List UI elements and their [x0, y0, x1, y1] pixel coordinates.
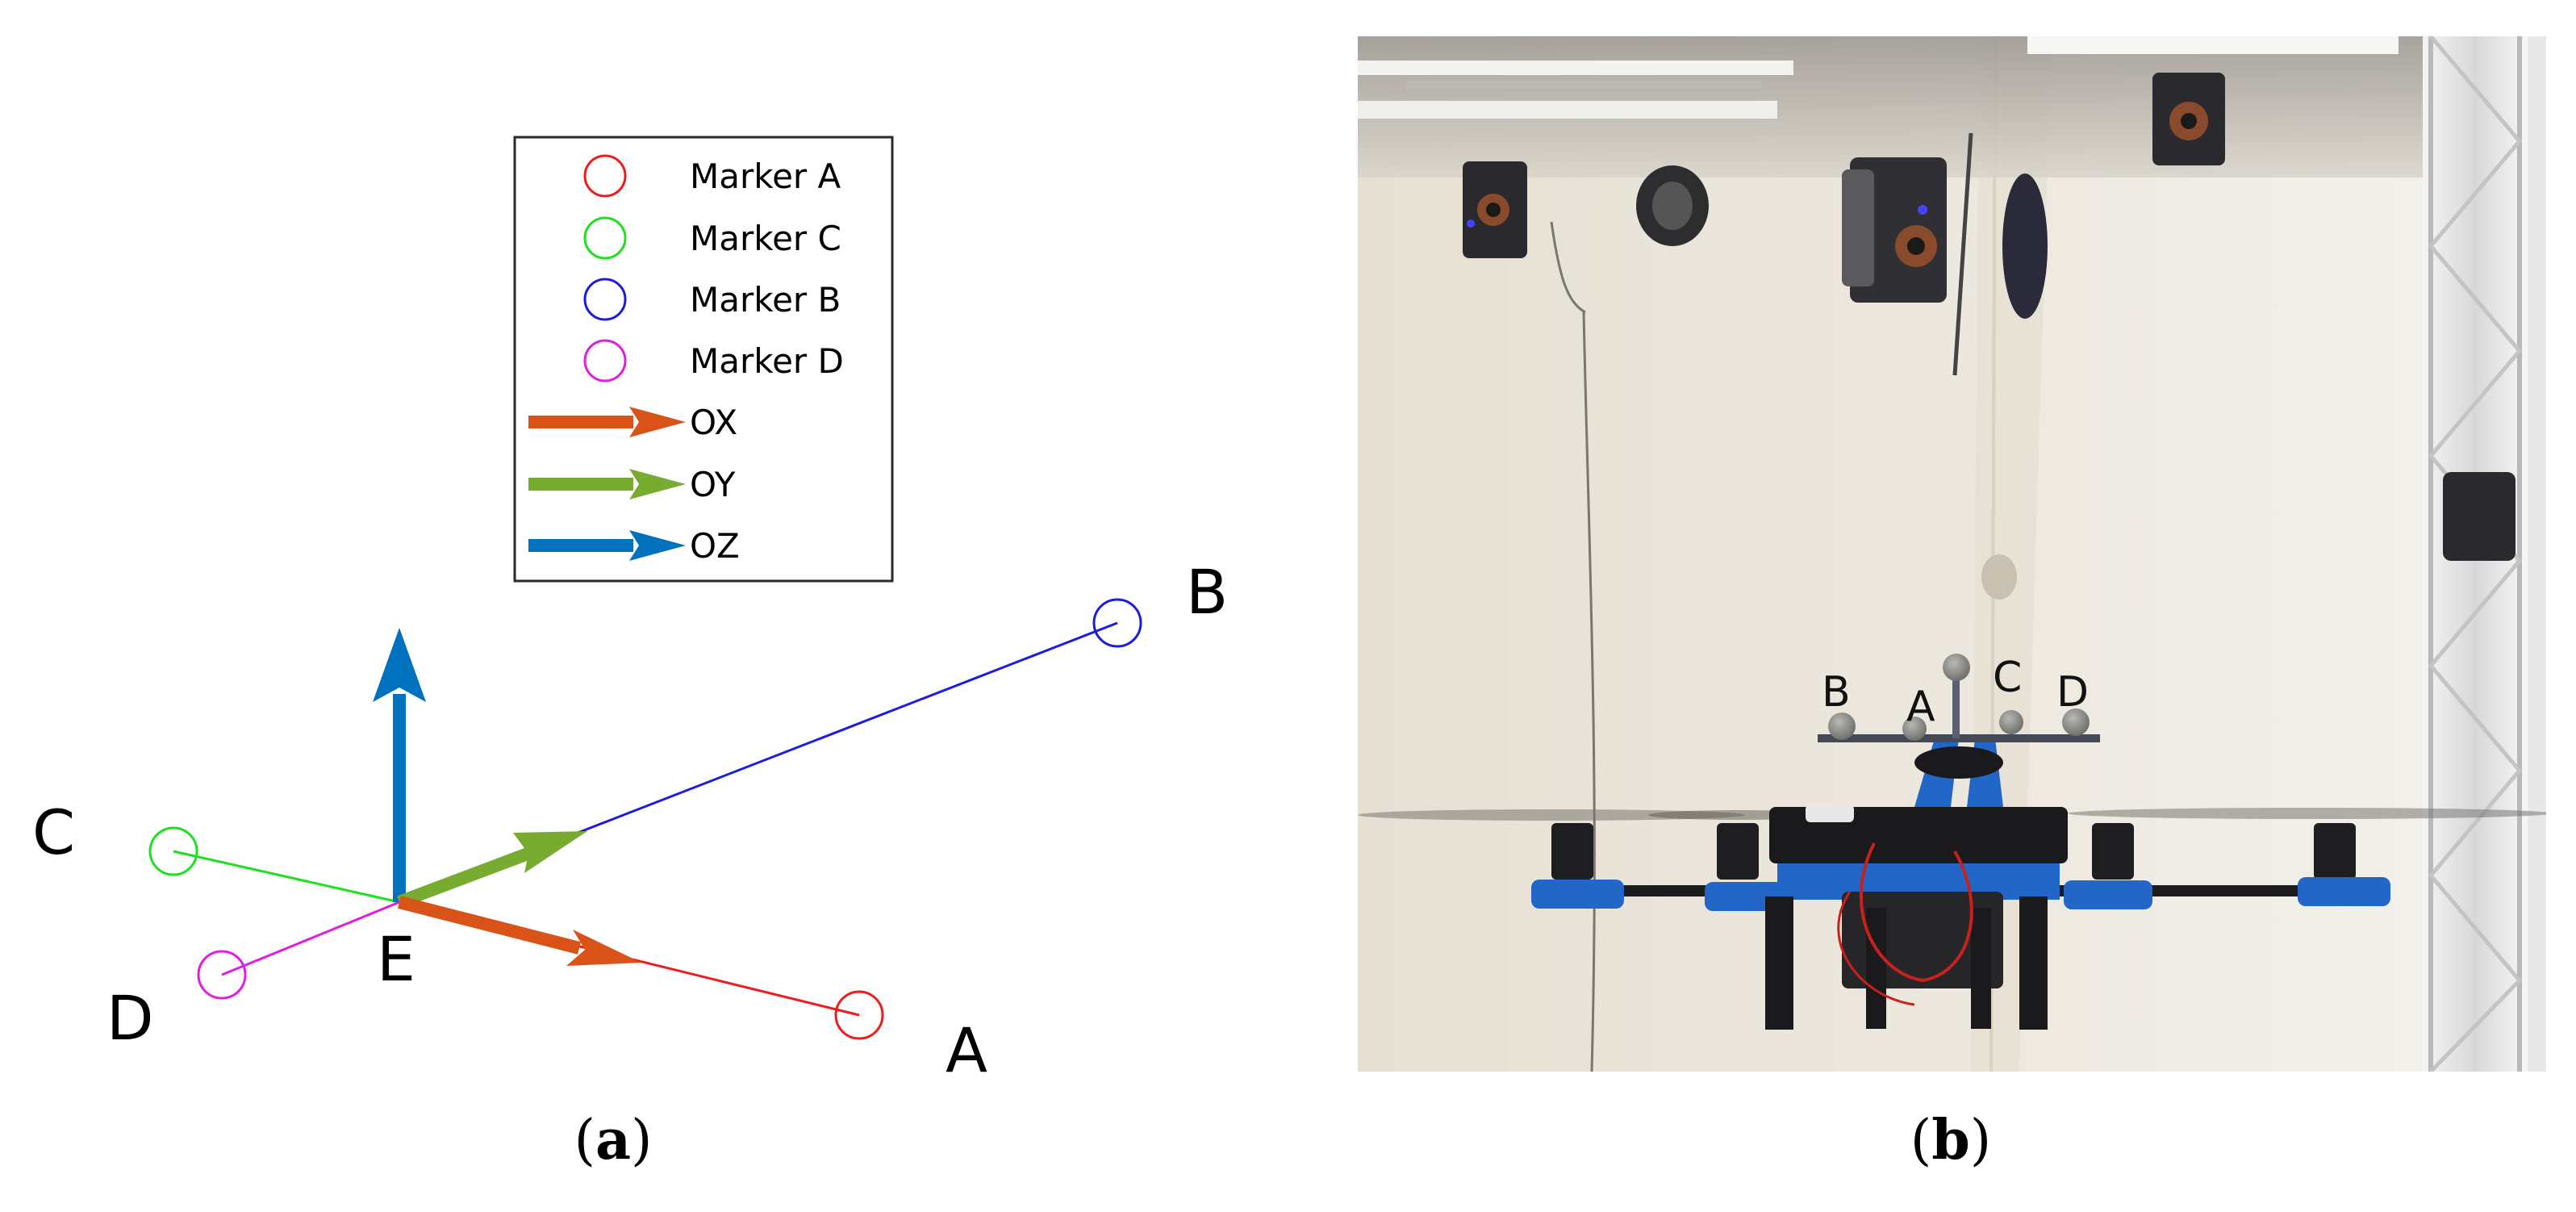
oz-axis-arrow — [373, 628, 426, 902]
drone — [1358, 654, 2546, 1030]
caption-a: (a) — [574, 1108, 652, 1172]
drone-marker-ball — [1999, 710, 2023, 734]
point-label-d: D — [106, 982, 154, 1054]
panel-b-drone-photo: B A C D (b) — [1358, 36, 2546, 1172]
marker-b-circle — [1092, 598, 1142, 648]
mocap-camera-icon — [1842, 157, 1947, 303]
legend-marker-b-symbol — [583, 278, 627, 321]
legend-oz-label: OZ — [690, 526, 740, 566]
photo-label-c: C — [1993, 654, 2022, 702]
legend-marker-c-label: Marker C — [690, 219, 841, 258]
drone-marker-ball — [1828, 713, 1856, 740]
legend-marker-d-label: Marker D — [690, 341, 844, 381]
cable-bundle — [1952, 132, 2048, 376]
marker-a-circle — [834, 990, 884, 1040]
point-label-e: E — [377, 923, 415, 995]
legend-marker-b-label: Marker B — [690, 280, 841, 320]
ox-axis-arrow — [398, 896, 641, 966]
drone-marker-ball — [2062, 708, 2090, 736]
legend-oz-arrow-icon — [528, 530, 686, 561]
legend: Marker A Marker C Marker B Marker D OX O… — [513, 136, 894, 583]
photo-label-b: B — [1822, 668, 1851, 717]
caption-b: (b) — [1910, 1108, 1992, 1172]
legend-marker-a-label: Marker A — [690, 157, 841, 196]
legend-box — [513, 136, 894, 583]
caption-a-letter: a — [595, 1108, 631, 1172]
photo-label-a: A — [1906, 683, 1935, 731]
legend-oy-label: OY — [690, 465, 736, 504]
point-label-a: A — [946, 1014, 987, 1086]
photo-label-d: D — [2056, 668, 2089, 717]
line-e-to-c — [173, 850, 400, 904]
marker-d-circle — [197, 950, 247, 1000]
legend-oy-arrow-icon — [528, 469, 686, 499]
legend-marker-d-symbol — [583, 339, 627, 382]
legend-marker-c-symbol — [583, 216, 627, 260]
legend-ox-arrow-icon — [528, 407, 686, 437]
truss-structure — [2423, 36, 2546, 1072]
marker-c-circle — [148, 826, 198, 876]
drone-marker-ball — [1902, 717, 1927, 741]
mocap-camera-icon — [1636, 165, 1709, 246]
legend-ox-label: OX — [690, 403, 737, 442]
point-label-c: C — [32, 796, 75, 868]
mocap-camera-icon — [2152, 73, 2225, 165]
drone-photo: B A C D — [1358, 36, 2546, 1072]
drone-marker-ball — [1943, 654, 1970, 681]
oy-axis-arrow — [397, 831, 587, 909]
mocap-camera-icon — [1463, 161, 1527, 258]
line-e-to-d — [221, 901, 400, 976]
panel-a-marker-diagram: B A C D E Marker A Marker C Marker B Mar… — [32, 136, 1228, 1172]
point-label-b: B — [1186, 556, 1228, 628]
caption-b-letter: b — [1931, 1108, 1970, 1172]
legend-marker-a-symbol — [583, 154, 627, 198]
